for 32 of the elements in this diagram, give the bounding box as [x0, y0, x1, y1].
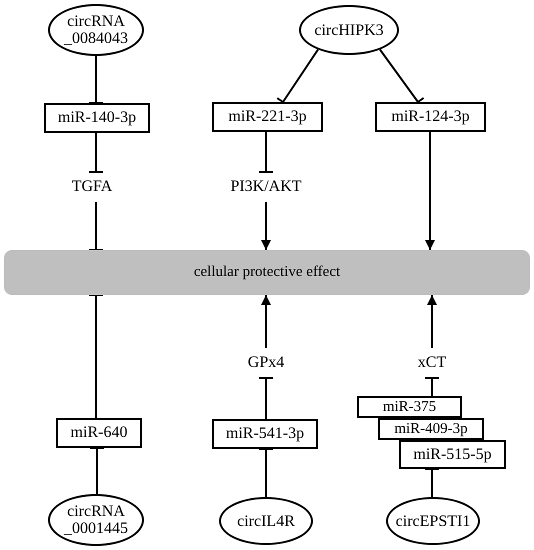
- mirna-box: miR-124-3p: [375, 102, 486, 132]
- arrow: [261, 295, 271, 348]
- arrow: [261, 202, 271, 250]
- effect-band: cellular protective effect: [4, 250, 530, 295]
- pathway-label: TGFA: [57, 172, 127, 202]
- mirna-box: miR-140-3p: [44, 103, 150, 133]
- inhibition-line: [88, 56, 104, 104]
- mirna-box: miR-640: [56, 418, 142, 448]
- mirna-box: miR-515-5p: [399, 440, 506, 469]
- arrow: [425, 132, 435, 250]
- ellipse-node: circEPSTI1: [386, 497, 480, 545]
- pathway-label: xCT: [400, 348, 464, 378]
- inhibition-line: [258, 132, 274, 173]
- inhibition-line: [89, 447, 105, 494]
- inhibition-line: [88, 294, 104, 418]
- arrow: [427, 295, 437, 348]
- ellipse-node: circHIPK3: [299, 5, 399, 55]
- pathway-label: PI3K/AKT: [216, 172, 316, 202]
- mirna-box: miR-221-3p: [212, 102, 323, 132]
- mirna-box: miR-541-3p: [212, 419, 318, 449]
- inhibition-line: [424, 377, 440, 396]
- ellipse-node: circRNA _0084043: [48, 4, 144, 56]
- inhibition-line: [88, 202, 104, 251]
- inhibition-line: [88, 133, 104, 173]
- pathway-label: GPx4: [231, 348, 301, 378]
- inhibition-line: [258, 377, 274, 419]
- mirna-box: miR-375: [357, 396, 462, 418]
- inhibition-line: [258, 448, 274, 497]
- mirna-box: miR-409-3p: [378, 418, 484, 440]
- ellipse-node: circRNA _0001445: [48, 494, 144, 546]
- inhibition-line: [424, 468, 440, 497]
- ellipse-node: circIL4R: [219, 497, 313, 545]
